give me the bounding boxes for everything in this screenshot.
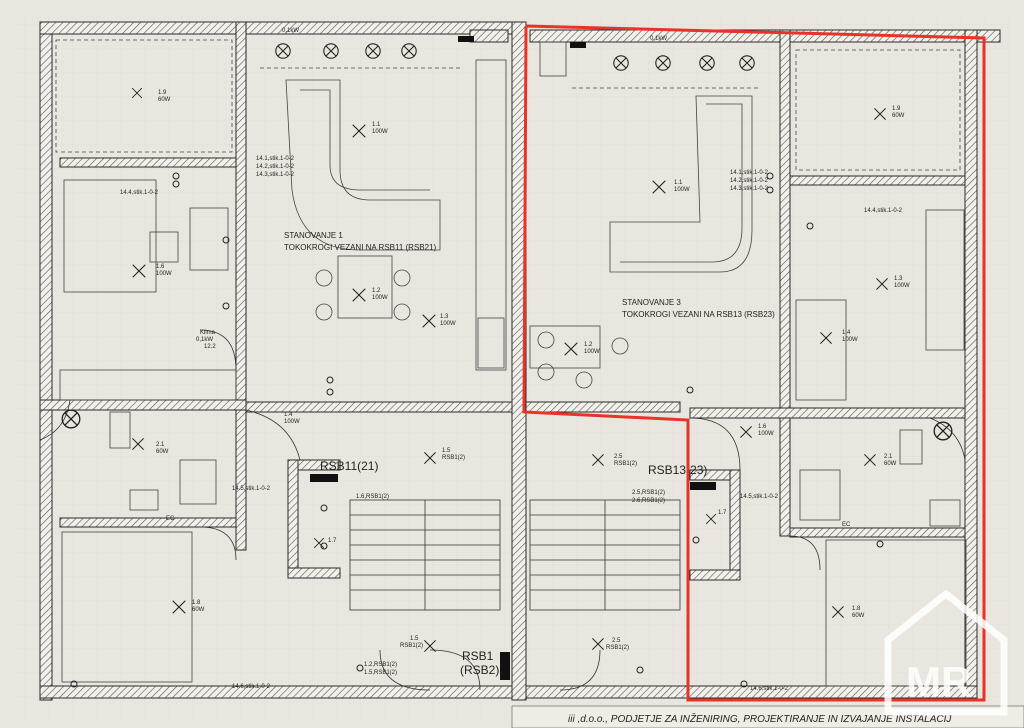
fixture-label: 1.5 [410,636,419,642]
fixture-label: 1.2 [584,342,593,348]
fixture-label: 1.7 [718,510,727,516]
fixture-label: 1.8 [852,606,861,612]
circuit-label: 1.6,RSB1(2) [356,494,389,500]
fixture-watt: 60W [158,97,171,103]
fixture-label: 1.9 [892,106,901,112]
fixture-labels-left: 1.9 60W 1.1 100W 1.6 100W 1.2 100W 1.3 1… [156,90,465,649]
circuit-label: 14.5,stik.1-0-2 [232,486,271,492]
fixture-label: 2.5 [612,638,621,644]
circuit-label: 14.3,stik.1-0-2 [256,172,295,178]
circuit-label: 1.5,RSB1(2) [364,670,397,676]
highlighted-unit-outline [522,24,986,702]
unit-left-subtitle: TOKOKROGI VEZANI NA RSB11 (RSB21) [284,243,437,252]
watermark-text: MR [906,658,971,705]
unit-right-subtitle: TOKOKROGI VEZANI NA RSB13 (RSB23) [622,310,775,319]
fixture-label: 1.4 [284,412,293,418]
fixture-watt: RSB1(2) [442,455,465,461]
circuit-label: EC [166,516,175,522]
fixture-watt: 100W [440,321,456,327]
circuit-label: 12.2 [204,344,216,350]
fixture-label: 2.1 [156,442,165,448]
fixture-watt: 60W [884,461,897,467]
circuit-label: 1.2,RSB1(2) [364,662,397,668]
title-block-text: iii ,d.o.o., PODJETJE ZA INŽENIRING, PRO… [568,712,952,725]
unit-left-title: STANOVANJE 1 [284,231,343,240]
electric-panels [310,36,716,680]
switches-sockets [70,172,884,688]
doors [39,329,966,691]
fixture-watt: 60W [156,449,169,455]
panel-rsb11-label: RSB11(21) [320,459,378,473]
fixture-label: 2.5 [614,454,623,460]
panel-rsb1-box [500,652,510,680]
fixture-watt: 100W [894,283,910,289]
fixture-label: 2.1 [884,454,893,460]
fixture-watt: RSB1(2) [606,645,629,651]
fixture-label: 1.5 [442,448,451,454]
fixture-watt: RSB1(2) [400,643,423,649]
fixture-watt: 60W [892,113,905,119]
circuit-label: 14.3,stik.1-0-2 [730,186,769,192]
circuit-label: 14.6,stik.1-0-2 [232,684,271,690]
unit-right-title: STANOVANJE 3 [622,298,681,307]
circuit-label: 2.5,RSB1(2) [632,490,665,496]
balcony-outlines [55,39,961,171]
circuit-label: 14.6,stik.1-0-2 [750,686,789,692]
fixture-label: 1.2 [372,288,381,294]
circuit-label: 14.5,stik.1-0-2 [740,494,779,500]
interior-walls [39,21,966,701]
fixture-label: 1.7 [328,538,337,544]
staircase [349,499,681,611]
fixture-label: 1.4 [842,330,851,336]
fixture-watt: 100W [372,129,388,135]
circuit-label: 14.4,stik.1-0-2 [864,208,903,214]
fixture-watt: 100W [584,349,600,355]
fixture-watt: 60W [192,607,205,613]
circuit-label: Klima [200,330,216,336]
fixture-labels-right: 2.5 RSB1(2) 1.1 100W 1.9 60W 1.3 100W 1.… [584,106,910,651]
circuit-label: 0,1kW [196,337,213,343]
fixture-watt: RSB1(2) [614,461,637,467]
fixture-watt: 100W [284,419,300,425]
circuit-label: 0,1kW [650,36,667,42]
furniture-right [529,41,967,687]
fixture-label: 1.1 [674,180,683,186]
panel-rsb1-label: RSB1 [462,649,494,663]
circuit-label: 14.4,stik.1-0-2 [120,190,159,196]
furniture-left [59,59,507,683]
fixture-label: 1.8 [192,600,201,606]
circuit-label: 2.6,RSB1(2) [632,498,665,504]
panel-rsb2-label: (RSB2) [460,663,499,677]
panel-rsb13-label: RSB13(23) [648,463,707,477]
fixture-watt: 100W [156,271,172,277]
circuit-labels: 14.1,stik.1-0-2 14.2,stik.1-0-2 14.3,sti… [120,28,903,692]
fixture-label: 1.9 [158,90,167,96]
circuit-label: 14.1,stik.1-0-2 [730,170,769,176]
fixture-watt: 60W [852,613,865,619]
fixture-watt: 100W [758,431,774,437]
fixture-label: 1.1 [372,122,381,128]
circuit-label: 14.2,stik.1-0-2 [256,164,295,170]
circuit-label: EC [842,522,851,528]
fixture-watt: 100W [372,295,388,301]
panel-rsb11-box [310,474,338,482]
circuit-label: 14.1,stik.1-0-2 [256,156,295,162]
fixture-label: 1.6 [156,264,165,270]
fixture-label: 1.6 [758,424,767,430]
fixture-watt: 100W [842,337,858,343]
fixture-label: 1.3 [894,276,903,282]
circuit-label: 0,1kW [282,28,299,34]
circuit-label: 14.2,stik.1-0-2 [730,178,769,184]
fixture-watt: 100W [674,187,690,193]
fixture-label: 1.3 [440,314,449,320]
watermark-logo: MR [884,589,1008,716]
panel-rsb13-box [690,482,716,490]
